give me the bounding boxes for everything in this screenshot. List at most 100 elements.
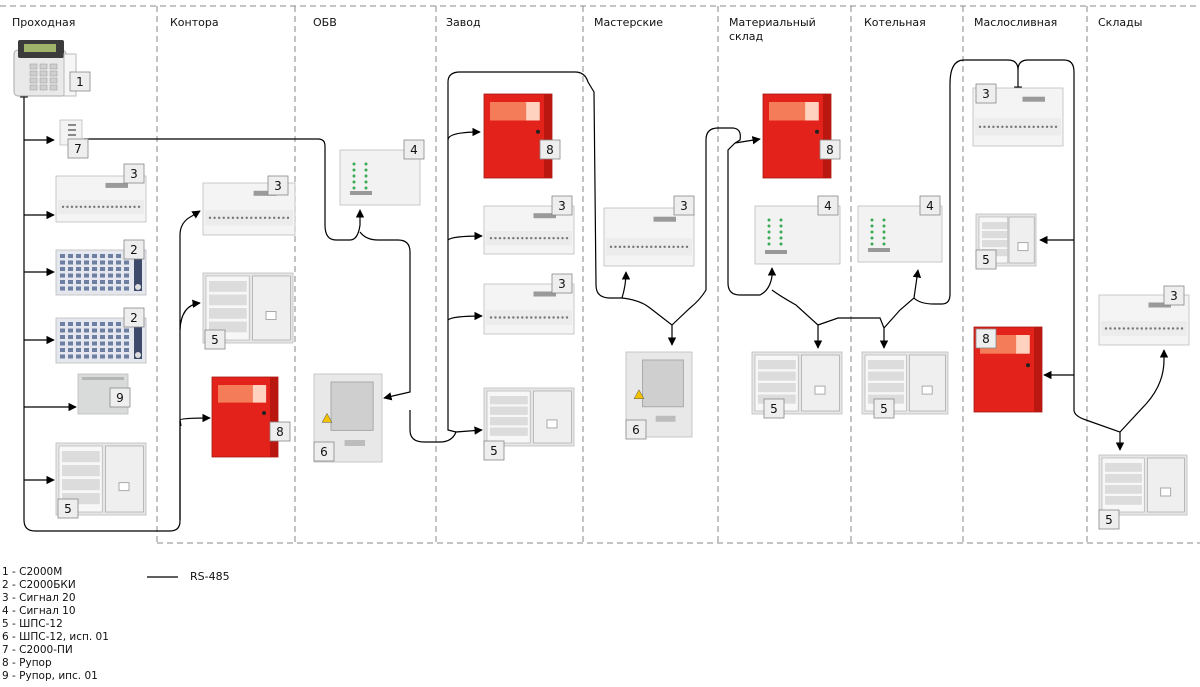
signal20-led xyxy=(213,216,216,220)
device-number-badge: 2 xyxy=(123,307,145,328)
device-number-badge: 5 xyxy=(1098,509,1120,530)
signal20-led xyxy=(110,205,114,209)
bki-indicator xyxy=(76,348,81,352)
signal20-led xyxy=(645,245,648,249)
signal20-led xyxy=(538,236,542,240)
bki-indicator xyxy=(124,286,129,291)
bki-indicator xyxy=(92,273,97,278)
device-number-badge: 3 xyxy=(551,195,573,216)
bki-indicator xyxy=(92,322,97,326)
bki-indicator xyxy=(92,335,97,339)
bki-indicator xyxy=(100,267,105,271)
bki-indicator xyxy=(76,328,81,333)
device-number-badge: 5 xyxy=(483,440,505,461)
device-shps xyxy=(1098,454,1188,516)
signal20-led xyxy=(667,245,671,249)
signal10-led xyxy=(364,168,368,172)
signal20-led xyxy=(217,216,221,220)
signal20-led xyxy=(273,216,276,220)
device-number: 3 xyxy=(274,179,282,193)
bki-indicator xyxy=(116,280,121,284)
device-number-badge: 2 xyxy=(123,239,145,260)
device-number-box xyxy=(123,163,145,184)
bki-indicator xyxy=(116,322,121,326)
signal20-led xyxy=(503,316,506,319)
bki-indicator xyxy=(108,260,113,265)
signal20-led xyxy=(521,236,524,240)
bki-indicator xyxy=(100,335,105,339)
shps-shelf xyxy=(62,479,100,491)
signal20-led xyxy=(1167,327,1170,330)
signal20-led xyxy=(115,205,118,209)
signal20-led xyxy=(565,316,569,319)
signal20-body xyxy=(55,175,147,223)
signal20-led xyxy=(1180,327,1184,330)
zone-title-material: Материальный склад xyxy=(729,16,816,43)
device-number: 8 xyxy=(546,143,554,157)
bki-indicator xyxy=(100,322,105,326)
signal20-led xyxy=(1109,327,1112,330)
bki-indicator xyxy=(84,273,89,278)
bki-indicator xyxy=(68,286,73,291)
keypad-key xyxy=(49,84,58,91)
shps-door xyxy=(105,445,144,513)
keypad-key xyxy=(49,70,58,77)
keypad-key xyxy=(39,84,48,91)
bki-indicator xyxy=(124,348,129,352)
bki-indicator xyxy=(60,341,65,346)
rupor01-top-strip xyxy=(82,377,124,380)
bki-indicator xyxy=(92,341,97,346)
rs485-to-kontora xyxy=(179,210,201,520)
device-number-box xyxy=(919,195,941,216)
signal20-body xyxy=(603,207,695,267)
shps-shelf xyxy=(868,383,905,393)
signal10-led xyxy=(779,224,783,228)
signal10-label xyxy=(350,191,372,195)
signal20-led xyxy=(654,245,657,249)
shps01-nameplate xyxy=(655,415,676,422)
signal20-led xyxy=(222,216,225,220)
device-number-badge: 5 xyxy=(204,329,226,350)
signal20-led xyxy=(534,236,537,240)
legend-item: 8 - Рупор xyxy=(2,657,52,669)
pi-terminal xyxy=(68,124,76,126)
signal20-led xyxy=(556,236,560,240)
device-number-badge: 6 xyxy=(625,419,647,440)
signal20-led xyxy=(1104,327,1108,330)
device-number-box xyxy=(873,398,895,419)
rupor-control-panel xyxy=(805,102,819,121)
signal10-led xyxy=(779,242,783,246)
signal20-led xyxy=(565,236,569,240)
device-number-box xyxy=(625,419,647,440)
bki-indicator xyxy=(68,280,73,284)
device-number: 5 xyxy=(982,253,990,267)
signal20-led xyxy=(124,205,127,209)
bki-indicator xyxy=(108,348,113,352)
legend-item: 3 - Сигнал 20 xyxy=(2,592,76,604)
signal10-led xyxy=(870,230,874,234)
shps-shelf xyxy=(490,406,528,415)
bki-indicator xyxy=(116,273,121,278)
rs485-to-shps xyxy=(771,289,823,349)
signal20-led xyxy=(1019,125,1022,129)
zone-title-zavod: Завод xyxy=(446,16,481,29)
signal20-led xyxy=(236,216,239,220)
bki-indicator xyxy=(84,254,89,258)
signal20-led xyxy=(1171,327,1175,330)
rupor-side xyxy=(270,377,278,457)
signal20-led xyxy=(240,216,244,220)
keypad-key xyxy=(29,84,38,91)
signal20-led xyxy=(512,316,515,319)
rs485-to-shps01 xyxy=(621,297,677,346)
rupor-lock xyxy=(1026,363,1030,368)
signal20-label-plate xyxy=(1022,96,1045,102)
bki-indicator xyxy=(124,328,129,333)
signal20-led xyxy=(1131,327,1135,330)
signal20-led xyxy=(1158,327,1161,330)
signal20-led xyxy=(1136,327,1139,330)
shps-shelf xyxy=(62,451,100,463)
signal20-label-plate xyxy=(1148,302,1171,308)
shps-door-label xyxy=(546,419,558,429)
bki-indicator xyxy=(76,341,81,346)
shps-shelf xyxy=(209,281,247,292)
